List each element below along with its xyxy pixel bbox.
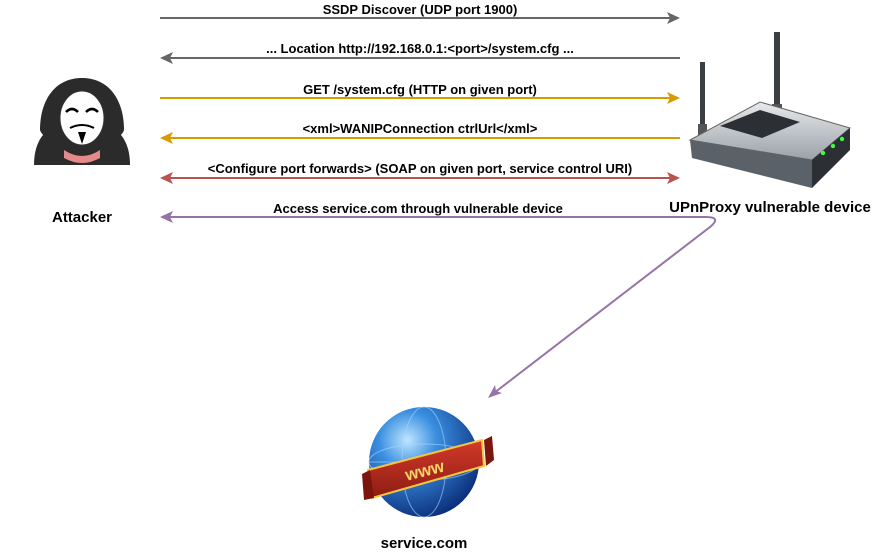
message-1-label: SSDP Discover (UDP port 1900) — [323, 2, 518, 17]
device-label: UPnProxy vulnerable device — [669, 199, 871, 216]
globe-icon — [362, 406, 494, 518]
attacker-label: Attacker — [52, 209, 112, 226]
message-1: SSDP Discover (UDP port 1900) — [160, 2, 680, 24]
message-5-label: <Configure port forwards> (SOAP on given… — [208, 161, 633, 176]
message-2: ... Location http://192.168.0.1:<port>/s… — [160, 41, 680, 64]
message-4-label: <xml>WANIPConnection ctrlUrl</xml> — [303, 121, 538, 136]
message-3: GET /system.cfg (HTTP on given port) — [160, 82, 680, 104]
message-6: Access service.com through vulnerable de… — [160, 201, 717, 398]
message-6-label: Access service.com through vulnerable de… — [273, 201, 563, 216]
message-3-label: GET /system.cfg (HTTP on given port) — [303, 82, 537, 97]
message-5: <Configure port forwards> (SOAP on given… — [160, 161, 680, 184]
service-label: service.com — [381, 535, 468, 552]
attacker-icon — [34, 78, 130, 165]
message-2-label: ... Location http://192.168.0.1:<port>/s… — [266, 41, 574, 56]
message-4: <xml>WANIPConnection ctrlUrl</xml> — [160, 121, 680, 144]
router-icon — [688, 32, 852, 188]
